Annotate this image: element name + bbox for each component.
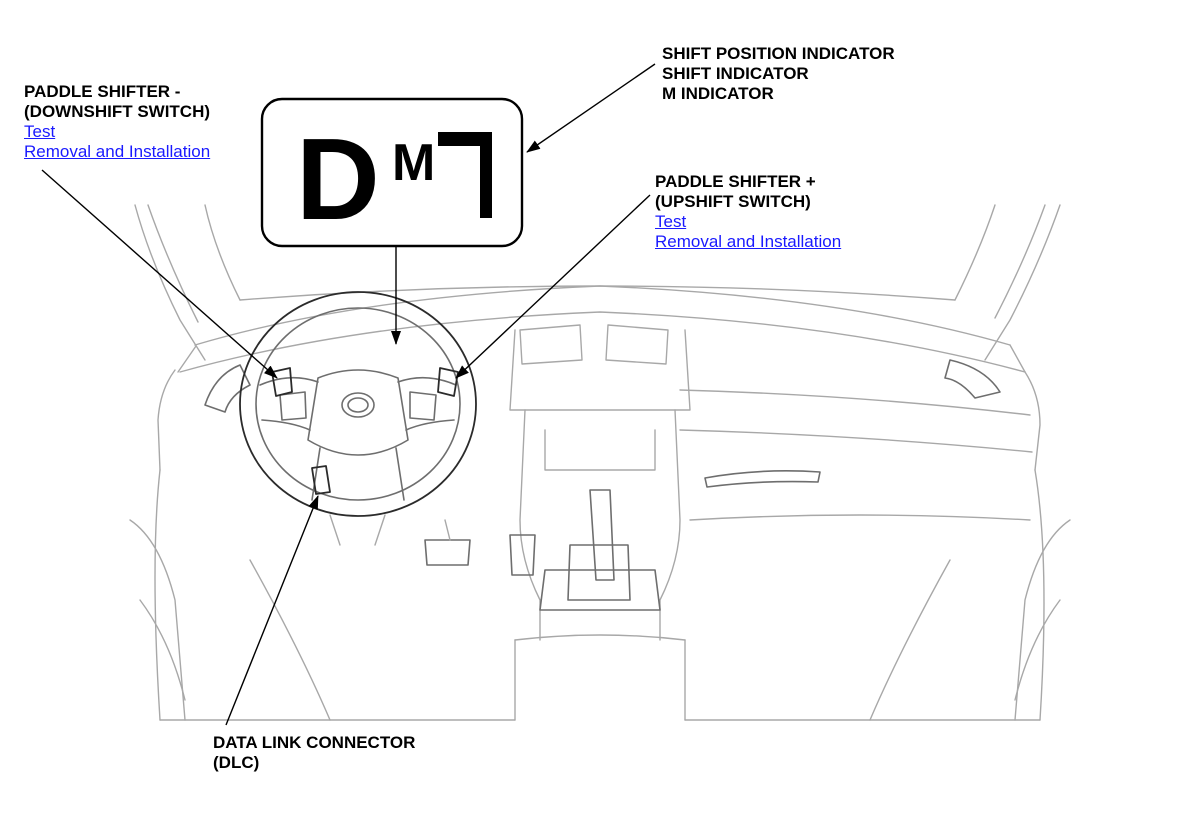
label-downshift-switch: (DOWNSHIFT SWITCH) [24,102,211,121]
gear-number-7 [438,132,492,218]
link-upshift-test[interactable]: Test [655,212,687,231]
link-upshift-removal-installation[interactable]: Removal and Installation [655,232,842,251]
label-data-link-connector: DATA LINK CONNECTOR [213,733,416,752]
link-downshift-removal-installation[interactable]: Removal and Installation [24,142,211,161]
callout-paddle-shifter-up: PADDLE SHIFTER + (UPSHIFT SWITCH) Test R… [655,172,841,252]
steering-wheel [239,291,477,546]
label-paddle-shifter-plus: PADDLE SHIFTER + [655,172,816,191]
callout-data-link-connector: DATA LINK CONNECTOR (DLC) [213,733,415,773]
gear-letter: D [296,114,380,244]
interior-outline [129,204,1071,721]
callout-paddle-shifter-down: PADDLE SHIFTER - (DOWNSHIFT SWITCH) Test… [24,82,210,162]
label-shift-position-indicator: SHIFT POSITION INDICATOR [662,44,895,63]
shift-position-indicator: D M [260,97,524,248]
link-downshift-test[interactable]: Test [24,122,56,141]
leader-lines [41,63,656,726]
label-dlc: (DLC) [213,753,260,772]
label-m-indicator: M INDICATOR [662,84,774,103]
label-paddle-shifter-minus: PADDLE SHIFTER - [24,82,181,101]
callout-shift-indicator: SHIFT POSITION INDICATOR SHIFT INDICATOR… [662,44,895,104]
mode-letter: M [392,134,435,192]
label-shift-indicator: SHIFT INDICATOR [662,64,809,83]
label-upshift-switch: (UPSHIFT SWITCH) [655,192,811,211]
